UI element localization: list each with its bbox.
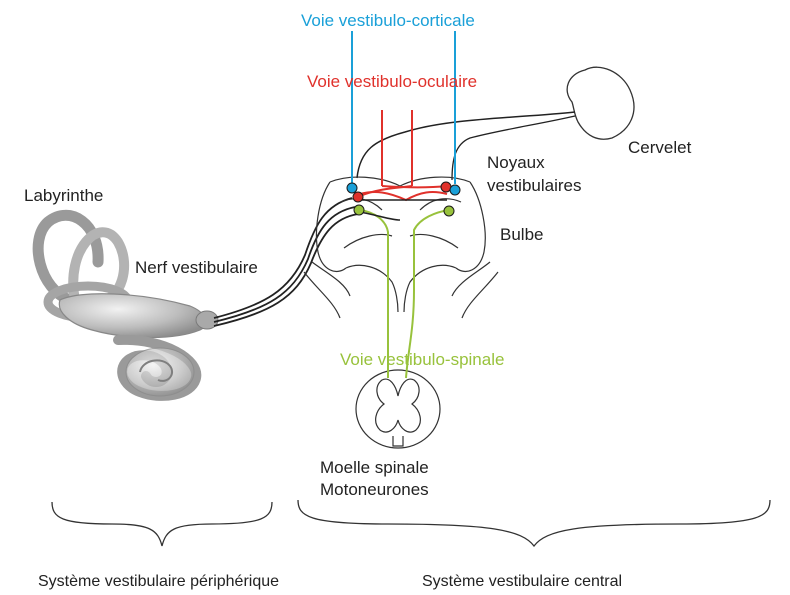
label-systeme-central: Système vestibulaire central [422, 573, 622, 590]
nucleus-cortical-left [347, 183, 357, 193]
vestibulo-ocular-pathway [360, 110, 447, 200]
nucleus-connections [357, 200, 447, 220]
vestibulo-cortical-pathway [352, 31, 455, 184]
nucleus-cortical-right [450, 185, 460, 195]
nucleus-ocular-right [441, 182, 451, 192]
label-vestibulo-spinal: Voie vestibulo-spinale [340, 350, 504, 369]
spinal-cord-cross-section [356, 370, 440, 448]
label-nerf-vestibulaire: Nerf vestibulaire [135, 258, 258, 277]
label-noyaux-line2: vestibulaires [487, 176, 582, 195]
brace-peripheral [52, 502, 272, 546]
label-labyrinthe: Labyrinthe [24, 186, 103, 205]
label-bulbe: Bulbe [500, 225, 543, 244]
label-vestibulo-cortical: Voie vestibulo-corticale [301, 11, 475, 30]
cerebellum-outline [567, 67, 634, 139]
vestibule [59, 294, 206, 338]
nucleus-spinal-left [354, 205, 364, 215]
label-motoneurones: Motoneurones [320, 480, 429, 499]
label-noyaux-line1: Noyaux [487, 153, 545, 172]
cochlea [118, 340, 196, 396]
brace-central [298, 500, 770, 546]
label-moelle-spinale: Moelle spinale [320, 458, 429, 477]
label-vestibulo-ocular: Voie vestibulo-oculaire [307, 72, 477, 91]
nucleus-ocular-left [353, 192, 363, 202]
labyrinth-illustration [38, 215, 218, 396]
label-cervelet: Cervelet [628, 138, 692, 157]
label-systeme-peripherique: Système vestibulaire périphérique [38, 573, 279, 590]
nucleus-spinal-right [444, 206, 454, 216]
